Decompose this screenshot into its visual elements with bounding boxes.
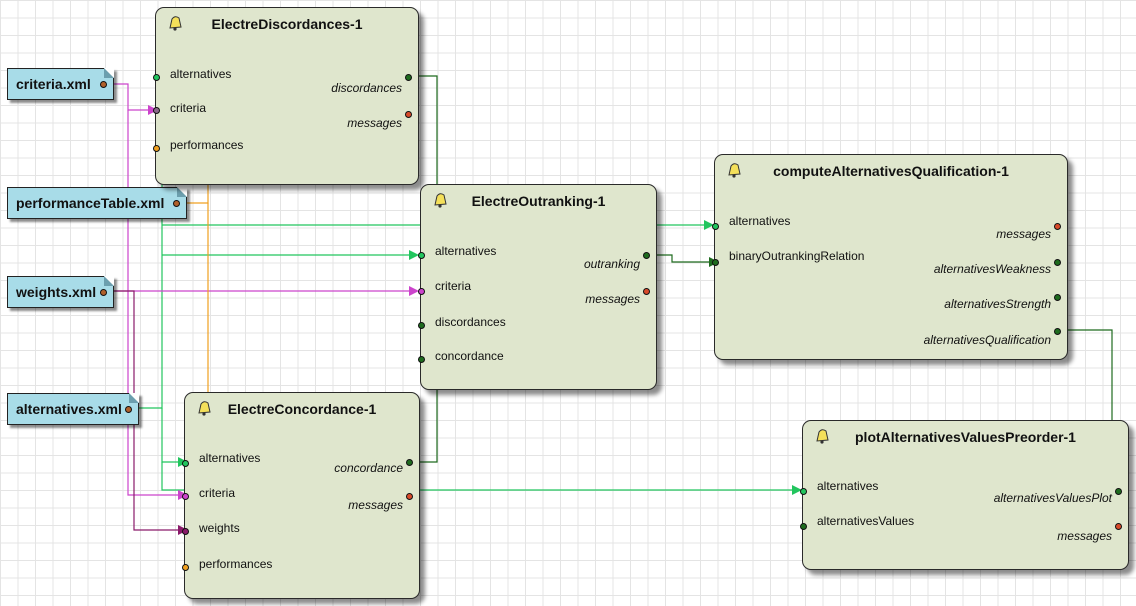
output-label-messages: messages bbox=[1057, 529, 1112, 543]
input-port-alternatives[interactable] bbox=[712, 223, 719, 230]
input-port-concordance[interactable] bbox=[418, 356, 425, 363]
input-label-alternatives-values: alternativesValues bbox=[817, 514, 915, 528]
output-label-concordance: concordance bbox=[334, 461, 403, 475]
input-label-weights: weights bbox=[199, 521, 240, 535]
output-label-alternatives-weakness: alternativesWeakness bbox=[933, 262, 1051, 276]
file-criteria[interactable]: criteria.xml bbox=[7, 68, 114, 100]
page-fold-icon bbox=[177, 187, 187, 197]
input-label-performances: performances bbox=[170, 138, 244, 152]
box-electre-discordances[interactable]: ElectreDiscordances-1 alternatives crite… bbox=[153, 7, 419, 185]
box-electre-concordance[interactable]: ElectreConcordance-1 alternatives criter… bbox=[182, 392, 420, 599]
file-output-port[interactable] bbox=[125, 406, 132, 413]
input-port-alternatives[interactable] bbox=[418, 252, 425, 259]
output-port-messages[interactable] bbox=[1054, 223, 1061, 230]
output-port-messages[interactable] bbox=[1115, 523, 1122, 530]
file-output-port[interactable] bbox=[100, 289, 107, 296]
input-label-discordances: discordances bbox=[435, 315, 506, 329]
output-label-messages: messages bbox=[348, 498, 403, 512]
output-label-discordances: discordances bbox=[331, 81, 402, 95]
output-port-messages[interactable] bbox=[406, 493, 413, 500]
file-output-port[interactable] bbox=[173, 200, 180, 207]
output-label-messages: messages bbox=[996, 227, 1051, 241]
input-label-criteria: criteria bbox=[199, 486, 236, 500]
input-label-alternatives: alternatives bbox=[199, 451, 261, 465]
input-label-criteria: criteria bbox=[435, 279, 472, 293]
output-port-alternatives-qualification[interactable] bbox=[1054, 328, 1061, 335]
box-title: ElectreConcordance-1 bbox=[227, 401, 377, 417]
output-label-alternatives-qualification: alternativesQualification bbox=[923, 333, 1051, 347]
input-label-alternatives: alternatives bbox=[170, 67, 232, 81]
box-title: plotAlternativesValuesPreorder-1 bbox=[855, 429, 1076, 445]
box-electre-outranking[interactable]: ElectreOutranking-1 alternatives criteri… bbox=[418, 184, 657, 390]
output-port-messages[interactable] bbox=[405, 111, 412, 118]
file-performance-table[interactable]: performanceTable.xml bbox=[7, 187, 187, 219]
output-port-alternatives-values-plot[interactable] bbox=[1115, 488, 1122, 495]
output-port-alternatives-strength[interactable] bbox=[1054, 294, 1061, 301]
output-port-messages[interactable] bbox=[643, 288, 650, 295]
output-label-messages: messages bbox=[347, 116, 402, 130]
wire-alternatives-to-concordance bbox=[161, 408, 188, 467]
input-port-performances[interactable] bbox=[182, 564, 189, 571]
output-port-discordances[interactable] bbox=[405, 74, 412, 81]
input-port-binary-outranking-relation[interactable] bbox=[712, 259, 719, 266]
input-port-alternatives[interactable] bbox=[182, 460, 189, 467]
input-port-weights[interactable] bbox=[182, 528, 189, 535]
box-compute-alternatives-qualification[interactable]: computeAlternativesQualification-1 alter… bbox=[712, 154, 1068, 360]
input-label-concordance: concordance bbox=[435, 349, 504, 363]
input-label-alternatives: alternatives bbox=[435, 244, 497, 258]
page-fold-icon bbox=[129, 393, 139, 403]
output-label-messages: messages bbox=[585, 292, 640, 306]
input-port-criteria[interactable] bbox=[418, 288, 425, 295]
file-alternatives-label: alternatives.xml bbox=[16, 401, 122, 417]
input-label-criteria: criteria bbox=[170, 101, 207, 115]
file-alternatives[interactable]: alternatives.xml bbox=[7, 393, 139, 425]
input-port-discordances[interactable] bbox=[418, 322, 425, 329]
input-label-alternatives: alternatives bbox=[817, 479, 879, 493]
page-fold-icon bbox=[104, 68, 114, 78]
page-fold-icon bbox=[104, 276, 114, 286]
output-label-outranking: outranking bbox=[583, 257, 640, 271]
file-criteria-label: criteria.xml bbox=[16, 76, 91, 92]
input-label-performances: performances bbox=[199, 557, 273, 571]
input-port-performances[interactable] bbox=[153, 145, 160, 152]
input-label-binary-outranking-relation: binaryOutrankingRelation bbox=[729, 249, 865, 263]
input-label-alternatives: alternatives bbox=[729, 214, 791, 228]
box-title: computeAlternativesQualification-1 bbox=[773, 163, 1009, 179]
wire-outranking-out bbox=[647, 254, 719, 267]
input-port-criteria[interactable] bbox=[182, 493, 189, 500]
box-title: ElectreOutranking-1 bbox=[471, 193, 606, 209]
input-port-criteria[interactable] bbox=[153, 107, 160, 114]
file-weights[interactable]: weights.xml bbox=[7, 276, 114, 308]
output-label-alternatives-strength: alternativesStrength bbox=[944, 297, 1051, 311]
file-performance-table-label: performanceTable.xml bbox=[16, 195, 165, 211]
bell-icon bbox=[169, 16, 182, 31]
output-port-alternatives-weakness[interactable] bbox=[1054, 259, 1061, 266]
box-title: ElectreDiscordances-1 bbox=[211, 16, 363, 32]
wire-criteria-to-discordances bbox=[114, 83, 158, 115]
input-port-alternatives-values[interactable] bbox=[800, 523, 807, 530]
input-port-alternatives[interactable] bbox=[800, 488, 807, 495]
box-plot-alternatives-values-preorder[interactable]: plotAlternativesValuesPreorder-1 alterna… bbox=[800, 420, 1129, 570]
file-weights-label: weights.xml bbox=[16, 284, 97, 300]
bell-icon bbox=[728, 163, 741, 178]
input-port-alternatives[interactable] bbox=[153, 74, 160, 81]
output-label-alternatives-values-plot: alternativesValuesPlot bbox=[993, 491, 1112, 505]
file-output-port[interactable] bbox=[100, 81, 107, 88]
output-port-concordance[interactable] bbox=[406, 459, 413, 466]
output-port-outranking[interactable] bbox=[643, 252, 650, 259]
